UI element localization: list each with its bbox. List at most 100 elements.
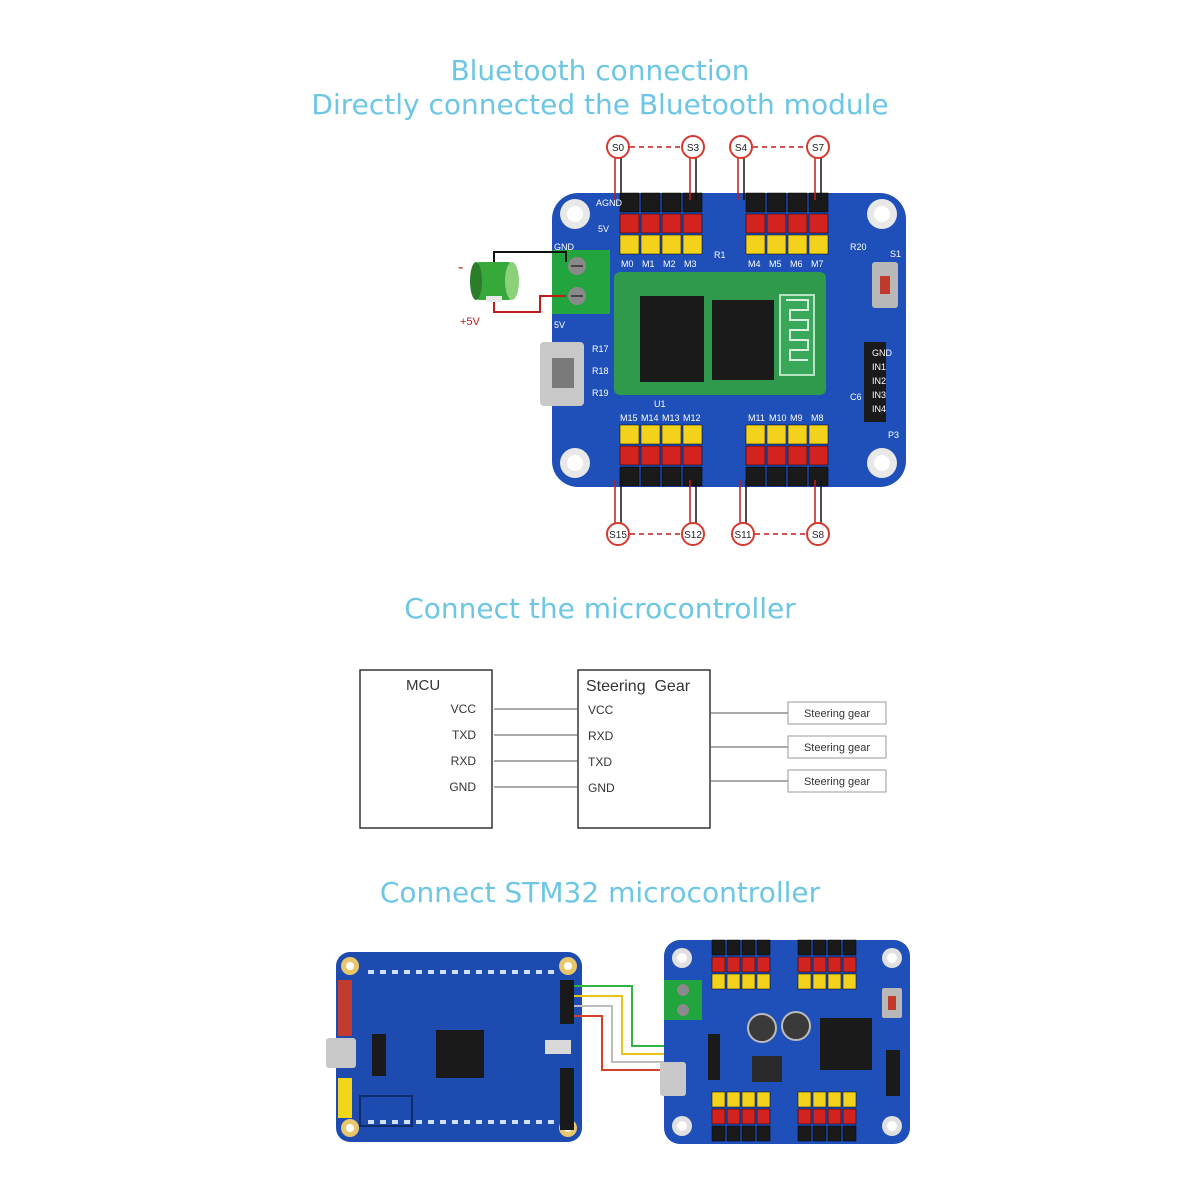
mcu-pin-label: RXD	[451, 754, 477, 768]
servo-header-pin	[619, 213, 640, 234]
small-header-pin	[741, 939, 756, 956]
silk-label: IN4	[872, 404, 886, 414]
small-header-pin	[741, 1108, 756, 1125]
small-header-pin	[812, 939, 827, 956]
servo-header-pin	[619, 466, 640, 487]
servo-header-pin	[808, 213, 829, 234]
small-header-pin	[827, 1108, 842, 1125]
small-header-pin	[711, 1091, 726, 1108]
servo-badge-label: S3	[687, 143, 700, 154]
silk-label: M2	[663, 259, 676, 269]
silk-mark	[416, 970, 422, 974]
silk-mark	[524, 970, 530, 974]
servo-header-pin	[787, 466, 808, 487]
servo-header-pin	[661, 424, 682, 445]
servo-header-pin	[745, 192, 766, 213]
silk-label: R20	[850, 242, 867, 252]
silk-mark	[512, 970, 518, 974]
small-header-pin	[741, 1125, 756, 1142]
bluetooth-title-line1: Bluetooth connection	[450, 54, 750, 87]
silk-mark	[548, 970, 554, 974]
small-header-pin	[812, 1125, 827, 1142]
silk-label: 5V	[598, 224, 609, 234]
silk-label: M1	[642, 259, 655, 269]
bluetooth-title-line2: Directly connected the Bluetooth module	[311, 88, 889, 121]
silk-mark	[452, 970, 458, 974]
servo-badge-label: S0	[612, 143, 625, 154]
silk-label: M5	[769, 259, 782, 269]
silk-mark	[500, 1120, 506, 1124]
silk-label: R19	[592, 388, 609, 398]
silk-mark	[368, 970, 374, 974]
silk-mark	[380, 1120, 386, 1124]
servo-header-pin	[661, 213, 682, 234]
servo-header-pin	[745, 445, 766, 466]
servo-header-pin	[766, 213, 787, 234]
servo-badge-label: S11	[734, 530, 751, 541]
small-header-pin	[812, 956, 827, 973]
small-header-pin	[741, 973, 756, 990]
servo-header-pin	[766, 192, 787, 213]
small-header-pin	[812, 1108, 827, 1125]
servo-header-pin	[661, 445, 682, 466]
servo-badge	[606, 522, 630, 546]
silk-mark	[488, 1120, 494, 1124]
steering-gear-box-title: Steering Gear	[586, 678, 691, 695]
steering-gear-output-label: Steering gear	[804, 776, 870, 788]
small-header-pin	[797, 1091, 812, 1108]
servo-header-pin	[682, 466, 703, 487]
servo-header-pin	[682, 445, 703, 466]
small-header-pin	[827, 973, 842, 990]
servo-header-pin	[787, 213, 808, 234]
servo-badge-label: S15	[609, 530, 627, 541]
gear-pin-label: GND	[588, 781, 615, 795]
silk-label: S1	[890, 249, 901, 259]
mcu-pin-label: GND	[449, 780, 476, 794]
servo-header-pin	[619, 445, 640, 466]
silk-label: IN2	[872, 376, 886, 386]
small-header-pin	[842, 973, 857, 990]
silk-label: C6	[850, 392, 862, 402]
servo-badge-label: S8	[812, 530, 825, 541]
small-header-pin	[842, 1091, 857, 1108]
small-header-pin	[711, 956, 726, 973]
silk-label: 5V	[554, 320, 565, 330]
silk-label: M3	[684, 259, 697, 269]
silk-label: M4	[748, 259, 761, 269]
servo-badge	[806, 135, 830, 159]
gear-pin-label: VCC	[588, 703, 614, 717]
servo-header-pin	[787, 445, 808, 466]
small-header-pin	[842, 1108, 857, 1125]
silk-label: IN3	[872, 390, 886, 400]
small-header-pin	[726, 1091, 741, 1108]
steering-gear-output-box	[787, 701, 887, 725]
silk-label: R1	[714, 250, 726, 260]
small-header-pin	[726, 1108, 741, 1125]
servo-header-pin	[661, 466, 682, 487]
small-header-pin	[756, 973, 771, 990]
small-header-pin	[827, 1125, 842, 1142]
pin-header-p3	[864, 342, 886, 422]
servo-header-pin	[682, 424, 703, 445]
servo-badge-label: S4	[735, 143, 748, 154]
small-header-pin	[711, 1108, 726, 1125]
silk-mark	[416, 1120, 422, 1124]
small-header-pin	[756, 956, 771, 973]
steering-gear-output-label: Steering gear	[804, 708, 870, 720]
small-header-pin	[842, 1125, 857, 1142]
mcu-box	[359, 669, 493, 829]
servo-header-pin	[682, 192, 703, 213]
silk-label: M10	[769, 413, 787, 423]
silk-mark	[500, 970, 506, 974]
silk-mark	[404, 970, 410, 974]
servo-header-pin	[619, 192, 640, 213]
silk-mark	[428, 1120, 434, 1124]
battery-icon	[470, 262, 519, 302]
silk-mark	[512, 1120, 518, 1124]
silk-label: M7	[811, 259, 824, 269]
silk-mark	[488, 970, 494, 974]
servo-header-pin	[640, 445, 661, 466]
servo-header-pin	[745, 213, 766, 234]
steering-gear-box	[577, 669, 711, 829]
